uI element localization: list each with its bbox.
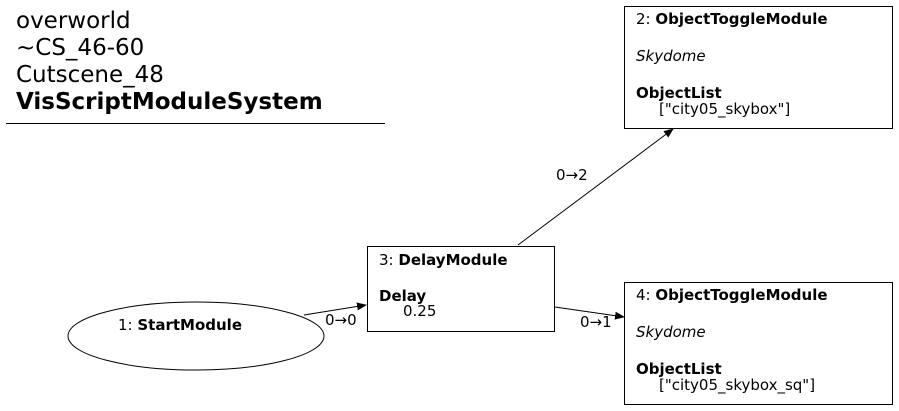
edge-delay-to-toggle4 bbox=[554, 306, 625, 320]
delay-node-header: 3: DelayModule bbox=[379, 251, 508, 269]
delay-param-value: 0.25 bbox=[403, 302, 437, 320]
title-line-3: Cutscene_48 bbox=[16, 62, 164, 88]
toggle2-subtitle: Skydome bbox=[636, 47, 706, 65]
delay-module-node[interactable]: 3: DelayModule Delay 0.25 bbox=[367, 246, 555, 332]
start-node-shape[interactable] bbox=[67, 301, 325, 371]
toggle2-param-label: ObjectList bbox=[636, 84, 722, 102]
start-node-label: 1: StartModule bbox=[118, 316, 243, 334]
toggle4-param-value: ["city05_skybox_sq"] bbox=[659, 376, 816, 394]
object-toggle-module-4-node[interactable]: 4: ObjectToggleModule Skydome ObjectList… bbox=[624, 282, 893, 405]
title-line-4: VisScriptModuleSystem bbox=[16, 89, 323, 115]
edge-label-delay-toggle4: 0→1 bbox=[580, 313, 612, 331]
edge-label-delay-toggle2: 0→2 bbox=[556, 166, 588, 184]
toggle2-param-value: ["city05_skybox"] bbox=[659, 100, 791, 118]
title-divider bbox=[6, 123, 385, 124]
toggle4-header: 4: ObjectToggleModule bbox=[636, 286, 828, 304]
object-toggle-module-2-node[interactable]: 2: ObjectToggleModule Skydome ObjectList… bbox=[624, 6, 893, 129]
toggle4-subtitle: Skydome bbox=[636, 323, 706, 341]
edge-start-to-delay bbox=[303, 302, 367, 316]
edge-label-start-delay: 0→0 bbox=[325, 311, 357, 329]
title-line-1: overworld bbox=[16, 8, 131, 34]
title-line-2: ~CS_46-60 bbox=[16, 35, 145, 61]
toggle4-param-label: ObjectList bbox=[636, 360, 722, 378]
diagram-title: overworld ~CS_46-60 Cutscene_48 VisScrip… bbox=[16, 8, 323, 116]
delay-param-label: Delay bbox=[379, 287, 427, 305]
toggle2-header: 2: ObjectToggleModule bbox=[636, 10, 828, 28]
edge-delay-to-toggle2 bbox=[517, 128, 674, 246]
